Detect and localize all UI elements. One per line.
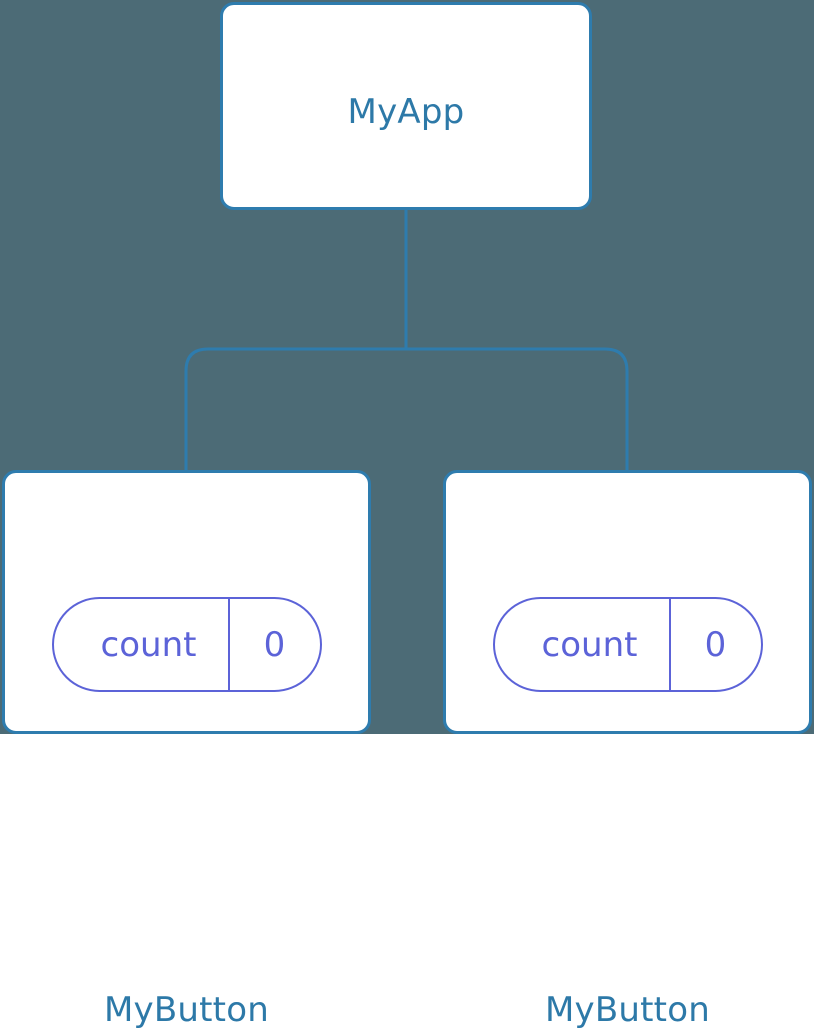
tree-node-root[interactable]: MyApp <box>220 2 592 210</box>
tree-connectors <box>184 210 629 470</box>
connector-branch-left <box>184 347 406 470</box>
tree-node-child-0[interactable]: MyButton count 0 <box>2 470 371 1027</box>
state-pill-value-child-0: 0 <box>227 599 320 690</box>
tree-node-child-1-label: MyButton <box>545 990 710 1030</box>
state-pill-child-1[interactable]: count 0 <box>492 597 763 692</box>
state-pill-value-child-1: 0 <box>668 599 761 690</box>
tree-node-root-label: MyApp <box>347 92 465 132</box>
tree-node-child-0-label: MyButton <box>104 990 269 1030</box>
state-pill-key-child-0: count <box>100 624 197 665</box>
state-pill-key-child-1: count <box>541 624 638 665</box>
tree-node-child-1[interactable]: MyButton count 0 <box>443 470 812 1027</box>
state-pill-child-0[interactable]: count 0 <box>51 597 322 692</box>
connector-branch-right <box>406 347 629 470</box>
